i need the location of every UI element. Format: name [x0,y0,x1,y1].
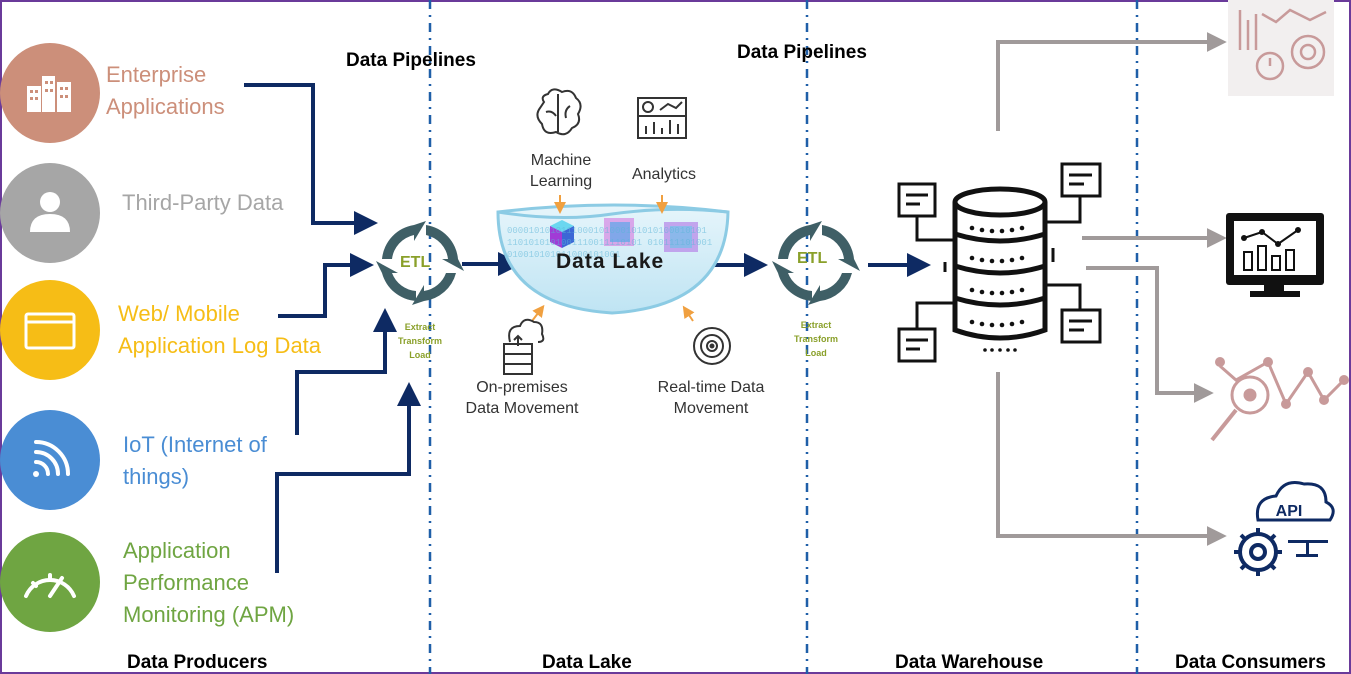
etl-cycle-icon [772,221,860,305]
ml-label-line: Learning [529,173,593,190]
wifi-signal-icon [33,440,70,477]
producer-line: Web/ Mobile [118,301,240,326]
web-mobile-circle [0,280,100,380]
database-dots [969,225,1025,352]
document-icon [897,327,937,363]
producer-line: Applications [106,94,225,119]
etl-sub-line: Extract [404,322,436,332]
producer-line: things) [123,464,190,489]
magnifier-network-icon [1210,357,1349,442]
document-icon [897,182,937,218]
producer-to-etl-arrows [244,83,931,573]
etl-sub-line: Load [805,348,827,358]
producer-label-apm: Application Performance Monitoring (APM) [123,535,294,631]
etl-sub-line: Transform [793,334,838,344]
footer-data-warehouse: Data Warehouse [895,652,1044,673]
ml-label-line: Machine [530,152,592,169]
consumer-arrow-api [996,372,1227,546]
onprem-label-line: On-premises [476,379,568,396]
producer-line: Enterprise [106,62,207,87]
producer-label-iot: IoT (Internet of things) [123,429,267,493]
browser-window-icon [24,312,76,350]
cloud-server-icon [503,318,545,375]
warehouse-to-consumer-arrows [996,32,1227,546]
warehouse-connectors [915,195,1082,330]
producer-label-web-mobile: Web/ Mobile Application Log Data [118,298,321,362]
iot-arrow [295,308,397,435]
section-dividers [428,0,1139,674]
realtime-label: Real-time Data Movement [646,377,776,419]
warehouse-side-ticks [943,248,1055,272]
api-icon-text: API [1276,503,1303,520]
ml-label: Machine Learning [520,150,602,192]
etl-sub-right: Extract Transform Load [786,318,846,360]
iot-circle [0,410,100,510]
document-icon [1060,308,1102,344]
pipelines-right-title: Data Pipelines [737,42,867,63]
enterprise-arrow [244,83,378,235]
producer-line: Application Log Data [118,333,322,358]
apm-arrow [275,382,421,573]
database-icon [952,186,1048,341]
analytics-cube-icon [664,222,698,252]
footer-data-consumers: Data Consumers [1175,652,1326,673]
orange-pointer-arrows [531,195,695,322]
realtime-label-line: Real-time Data [657,379,765,396]
dashboard-gear-icon [1228,0,1334,96]
etl-sub-left: Extract Transform Load [390,320,450,362]
lake-binary-text: 0000101010111000101000101010100010101 11… [507,226,713,260]
etl-label-left: ETL [400,254,431,271]
monitor-chart-icon [1226,213,1324,297]
producer-label-third-party: Third-Party Data [122,187,283,219]
analytics-dashboard-icon [637,97,687,139]
ml-cube-icon [550,220,574,248]
producer-line: Performance [123,570,249,595]
consumer-arrow-search [1086,266,1214,403]
speedometer-icon [24,573,76,598]
onprem-label: On-premises Data Movement [452,377,592,419]
producer-circles [0,43,100,632]
etl-label-right: ETL [797,250,828,267]
data-lake-title: Data Lake [556,250,665,273]
producer-line: Third-Party Data [122,190,284,215]
brain-icon [536,88,582,136]
onprem-label-line: Data Movement [465,400,579,417]
realtime-spiral-icon [693,327,731,365]
api-cloud-gear-icon: API [1234,481,1335,576]
etl-sub-line: Transform [397,336,442,346]
consumer-arrow-dashboard [996,32,1227,131]
document-icon [1060,162,1102,198]
third-party-circle [0,163,100,263]
analytics-label: Analytics [631,166,697,183]
web-mobile-arrow [278,253,374,318]
etl-sub-line: Extract [800,320,832,330]
producer-line: Monitoring (APM) [123,602,295,627]
producer-line: IoT (Internet of [123,432,267,457]
data-cube-icon [604,218,634,246]
person-icon [30,192,70,232]
pipelines-left-title: Data Pipelines [346,50,476,71]
footer-data-lake: Data Lake [542,652,632,673]
buildings-icon [27,76,71,112]
realtime-label-line: Movement [673,400,749,417]
footer-data-producers: Data Producers [127,652,268,673]
producer-label-enterprise: Enterprise Applications [106,59,225,123]
etl-cycle-icon [376,221,464,305]
etl-sub-line: Load [409,350,431,360]
producer-line: Application [123,538,231,563]
